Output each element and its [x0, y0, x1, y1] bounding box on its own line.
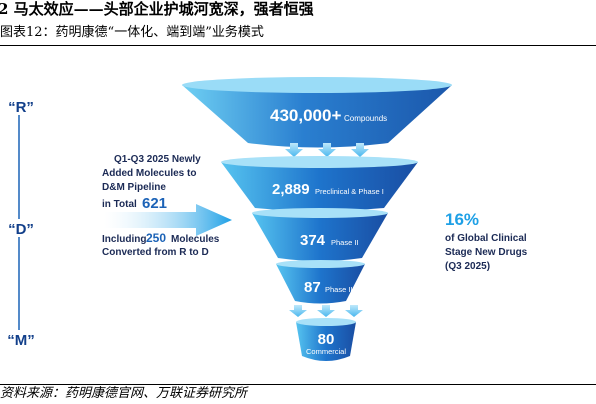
- section-number: 2: [0, 0, 9, 18]
- note-line-3: D&M Pipeline: [102, 182, 166, 193]
- level-label: Preclinical & Phase I: [315, 187, 384, 196]
- new-molecules-note: Q1-Q3 2025 Newly Added Molecules to D&M …: [102, 154, 220, 258]
- note-line-2: Added Molecules to: [102, 168, 196, 179]
- level-label: Commercial: [306, 347, 346, 356]
- funnel-level-preclinical-phase1: 2,889 Preclinical & Phase I: [221, 156, 418, 211]
- note-total-label: in Total: [102, 199, 137, 210]
- funnel-level-r: 430,000+ Compounds: [182, 77, 452, 148]
- right-arrow-icon: [104, 204, 232, 236]
- source-note: 资料来源：药明康德官网、万联证券研究所: [0, 384, 596, 404]
- rdm-funnel-figure: “R” “D” “M” 430,000+ Compounds 2,889 Pre…: [0, 77, 528, 361]
- level-label: Phase II: [331, 238, 359, 247]
- note-line-1: Q1-Q3 2025 Newly: [114, 154, 201, 165]
- note-including-label: Including: [102, 234, 146, 245]
- down-arrows-to-m: [289, 305, 363, 317]
- section-heading: 2 马太效应——头部企业护城河宽深，强者恒强: [0, 0, 596, 20]
- level-value: 2,889: [272, 181, 310, 198]
- stage-m-label: “M”: [7, 332, 35, 349]
- note-including-suffix: Molecules: [171, 234, 220, 245]
- level-value: 80: [318, 331, 335, 348]
- share-percent: 16%: [445, 210, 479, 229]
- note-line-last: Converted from R to D: [102, 247, 209, 258]
- funnel-level-phase3: 87 Phase III: [276, 260, 365, 304]
- down-arrow-icon: [318, 143, 336, 157]
- compounds-label: Compounds: [344, 114, 387, 123]
- stage-m-marker: “M”: [0, 330, 42, 349]
- down-arrow-icon: [289, 305, 307, 317]
- down-arrows-r-to-d: [285, 143, 369, 157]
- stage-d-marker: “D”: [3, 219, 39, 238]
- funnel-level-phase2: 374 Phase II: [252, 208, 388, 261]
- figure-caption: 图表12：药明康德“一体化、端到端”业务模式: [0, 23, 596, 46]
- down-arrow-icon: [351, 143, 369, 157]
- down-arrow-icon: [317, 305, 335, 317]
- stage-r-label: “R”: [8, 99, 34, 116]
- stage-r-marker: “R”: [3, 97, 39, 116]
- funnel-level-commercial: 80 Commercial: [296, 318, 356, 361]
- share-line-2: Stage New Drugs: [445, 247, 528, 258]
- compounds-value: 430,000+: [270, 106, 341, 125]
- share-line-1: of Global Clinical: [445, 233, 527, 244]
- global-share-note: 16% of Global Clinical Stage New Drugs (…: [445, 210, 528, 272]
- level-value: 374: [300, 232, 326, 249]
- section-title: 马太效应——头部企业护城河宽深，强者恒强: [13, 0, 314, 18]
- stage-d-label: “D”: [8, 221, 34, 238]
- note-including-value: 250: [146, 231, 166, 245]
- share-line-3: (Q3 2025): [445, 261, 490, 272]
- note-total-value: 621: [142, 195, 167, 212]
- down-arrow-icon: [345, 305, 363, 317]
- level-value: 87: [304, 279, 321, 296]
- level-label: Phase III: [325, 285, 355, 294]
- down-arrow-icon: [285, 143, 303, 157]
